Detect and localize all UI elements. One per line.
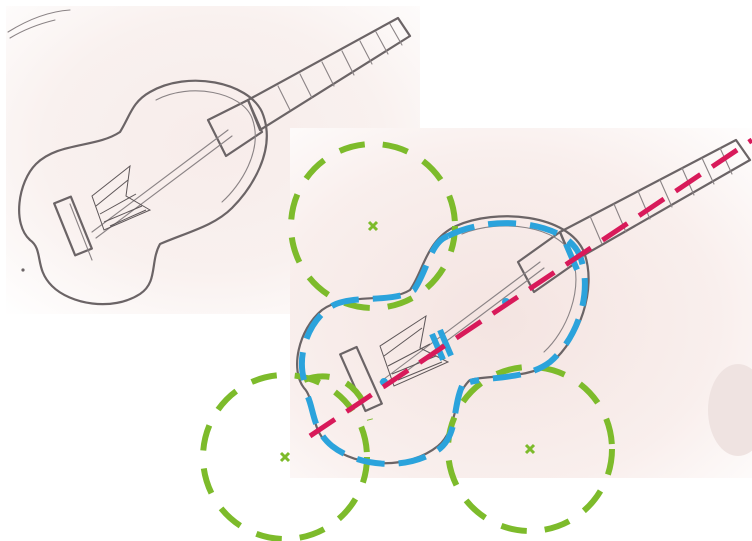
pencil-dot [21,268,24,271]
paper-background [290,128,752,478]
center-cross-marker [281,453,289,461]
